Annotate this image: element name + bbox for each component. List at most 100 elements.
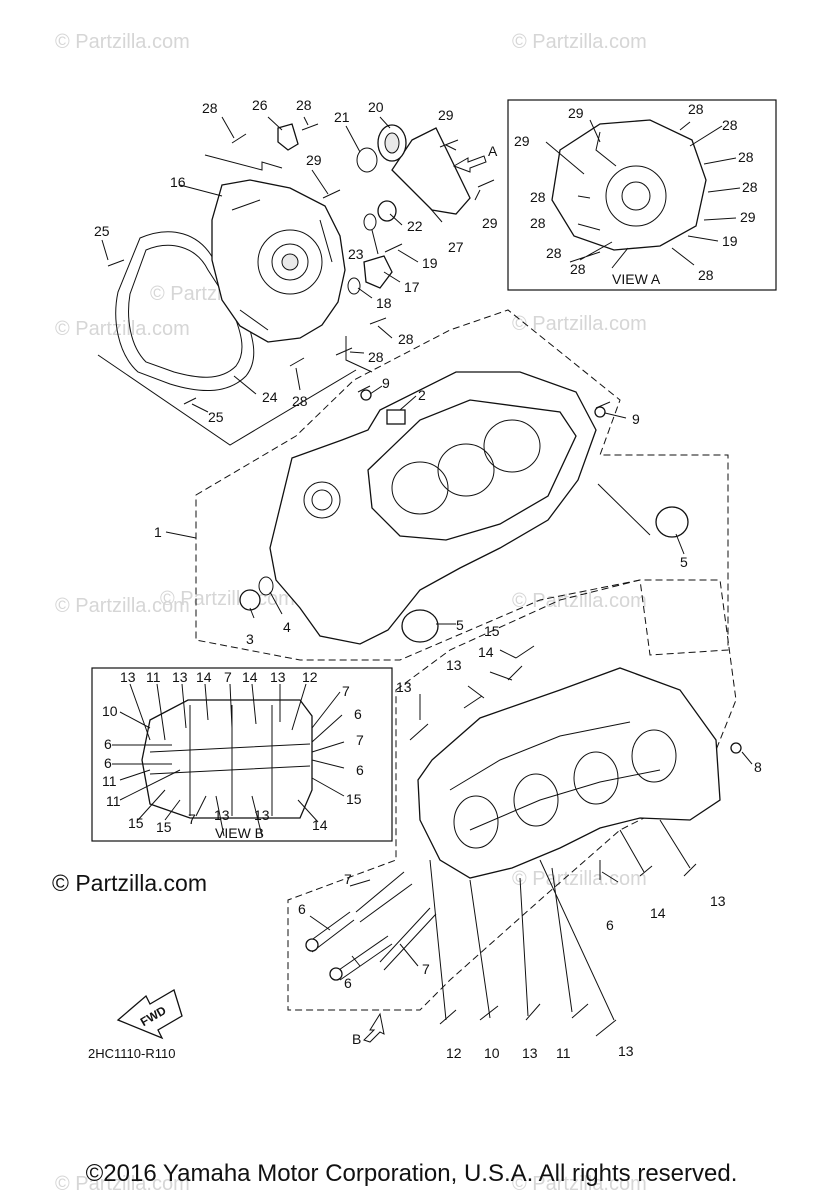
diagram-code: 2HC1110-R110 (88, 1046, 175, 1061)
watermark: © Partzilla.com (512, 1173, 647, 1195)
yamaha-copyright-footer: ©2016 Yamaha Motor Corporation, U.S.A. A… (85, 1160, 738, 1187)
callout-label: 5 (680, 554, 688, 570)
callout-label: 2 (418, 387, 426, 403)
callout-label: 27 (448, 239, 464, 255)
callout-label: 13 (522, 1045, 538, 1061)
callout-label: 11 (106, 793, 121, 809)
callout-label: 15 (346, 791, 362, 807)
gasket-inner (128, 244, 243, 378)
callout-label: 7 (356, 732, 364, 748)
lower-crankcase-group: FWD (116, 579, 753, 1043)
callout-label: 29 (740, 209, 756, 225)
callout-label: 9 (382, 375, 390, 391)
callout-label: 11 (102, 773, 117, 789)
callout-label: 17 (404, 279, 420, 295)
view-b-inset: VIEW B (91, 667, 393, 842)
callout-label: 14 (650, 905, 666, 921)
callout-label: B (352, 1031, 361, 1047)
callout-label: 29 (514, 133, 530, 149)
callout-label: 6 (104, 736, 112, 752)
callout-label: 29 (438, 107, 454, 123)
callout-label: 28 (742, 179, 758, 195)
callout-label: 28 (698, 267, 714, 283)
callout-label: 29 (568, 105, 584, 121)
callout-label: 10 (102, 703, 118, 719)
watermark: © Partzilla.com (512, 868, 647, 890)
upper-crankcase-group (165, 309, 729, 661)
callout-label: 11 (556, 1045, 571, 1061)
callout-label: 6 (606, 917, 614, 933)
callout-label: 14 (312, 817, 328, 833)
watermark: © Partzilla.com (55, 318, 190, 340)
crank-journal (631, 729, 677, 783)
callout-label: 18 (376, 295, 392, 311)
partzilla-copyright: © Partzilla.com (52, 870, 207, 896)
callout-label: 12 (446, 1045, 462, 1061)
cylinder-bore (437, 443, 495, 497)
callout-label: 14 (196, 669, 212, 685)
callout-label: 15 (128, 815, 144, 831)
callout-label: 28 (530, 189, 546, 205)
callout-label: 12 (302, 669, 318, 685)
callout-label: 28 (570, 261, 586, 277)
callout-label: 28 (202, 100, 218, 116)
callout-label: 15 (484, 623, 500, 639)
callout-label: 28 (688, 101, 704, 117)
callout-label: 28 (398, 331, 414, 347)
callout-label: 7 (344, 871, 352, 887)
callout-label: 4 (283, 619, 291, 635)
callout-label: 24 (262, 389, 278, 405)
callout-label: 19 (422, 255, 438, 271)
crank-journal (573, 751, 619, 805)
watermark: © Partzilla.com (55, 1173, 190, 1195)
view-b-title: VIEW B (215, 825, 264, 841)
callout-label: 9 (632, 411, 640, 427)
lower-crankcase-boundary (287, 579, 737, 1011)
callout-label: 25 (94, 223, 110, 239)
cover-shape (211, 179, 346, 343)
callout-label: 22 (407, 218, 423, 234)
callout-label: 7 (188, 811, 196, 827)
watermark: © Partzilla.com (512, 590, 647, 612)
callout-label: 13 (214, 807, 230, 823)
callout-label: 13 (120, 669, 136, 685)
watermark: © Partzilla.com (512, 313, 647, 335)
callout-label: 28 (722, 117, 738, 133)
callout-label: 13 (710, 893, 726, 909)
callout-label: 28 (368, 349, 384, 365)
callout-label: 28 (296, 97, 312, 113)
watermark: © Partzilla.com (55, 595, 190, 617)
fwd-arrow (116, 989, 183, 1040)
arrow-a (452, 155, 487, 173)
callout-label: 28 (292, 393, 308, 409)
callout-label: 29 (482, 215, 498, 231)
callout-label: 11 (146, 669, 161, 685)
crankcase-cover-group (97, 116, 611, 446)
callout-label: 5 (456, 617, 464, 633)
callout-label: 6 (104, 755, 112, 771)
gasket-shape (115, 231, 255, 391)
callout-label: 25 (208, 409, 224, 425)
callout-label: 7 (342, 683, 350, 699)
cylinder-bore (483, 419, 541, 473)
callout-label: 10 (484, 1045, 500, 1061)
callout-label: 7 (422, 961, 430, 977)
callout-label: 13 (254, 807, 270, 823)
cover-plate (391, 127, 471, 215)
callout-label: 28 (530, 215, 546, 231)
watermark: © Partzilla.com (512, 31, 647, 53)
crank-journal (513, 773, 559, 827)
callout-label: 29 (306, 152, 322, 168)
callout-label: 13 (618, 1043, 634, 1059)
callout-label: 6 (344, 975, 352, 991)
lower-crankcase-shape (417, 667, 721, 879)
bushing (401, 609, 439, 643)
callout-label: 15 (156, 819, 172, 835)
view-b-callouts: 13 11 13 14 7 14 13 12 7 10 6 6 6 7 6 11… (102, 669, 364, 835)
bushing (655, 506, 689, 538)
cylinder-bore (391, 461, 449, 515)
callout-label: 1 (154, 524, 162, 540)
callout-label: 21 (334, 109, 350, 125)
callout-label: 16 (170, 174, 186, 190)
